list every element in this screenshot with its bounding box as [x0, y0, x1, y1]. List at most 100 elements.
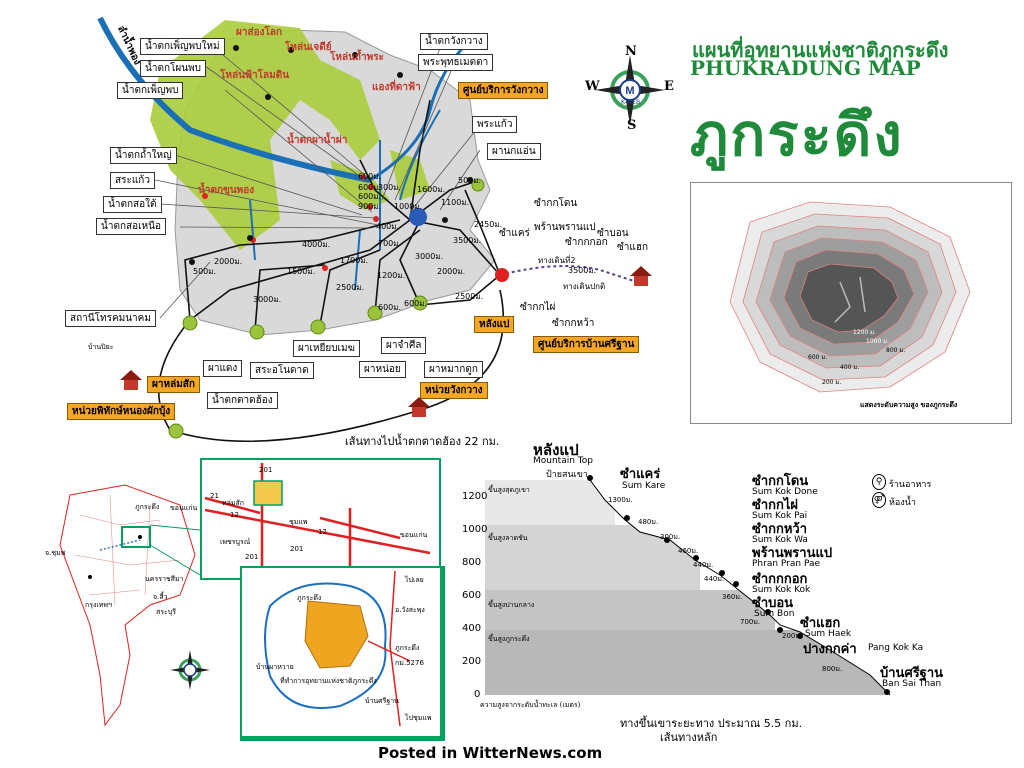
title-thai: แผนที่อุทยานแห่งชาติภูกระดึง	[692, 38, 949, 62]
distance-label: 3500ม.	[453, 236, 482, 245]
distance-label: 2450ม.	[474, 220, 503, 229]
segment-distance: 440ม.	[704, 575, 725, 583]
map-label: ผาหน่อย	[359, 361, 406, 378]
y-axis-label: 0	[474, 689, 481, 700]
road-map	[204, 463, 431, 576]
footer-credit: Posted in WitterNews.com	[378, 744, 603, 762]
distance-label: 3000ม.	[253, 295, 282, 304]
service-center-label: ศูนย์บริการบ้านศรีฐาน	[533, 336, 640, 353]
profile-stop-en: Phran Pran Pae	[752, 559, 821, 569]
map-label: พระแก้ว	[472, 116, 518, 133]
trail-network	[158, 99, 505, 443]
profile-stop-dots	[587, 475, 890, 695]
compass-north-label: N	[625, 44, 637, 59]
hiking-route	[499, 265, 641, 284]
map-label: น้ำตกตาดฮ้อง	[207, 392, 278, 409]
y-axis-title: ความสูงจากระดับน้ำทะเล (เมตร)	[480, 701, 581, 709]
segment-distance: 1300ม.	[608, 496, 633, 504]
waterfall-label: น้ำตกผาน้ำผ่า	[287, 135, 348, 146]
profile-stop-name: ซำกกหว้า	[752, 522, 808, 537]
road-number: 201	[259, 466, 273, 474]
segment-distance: 360ม.	[722, 593, 743, 601]
compass-small-icon	[170, 650, 210, 690]
profile-top-sub: ป้ายสนเขา	[546, 470, 588, 480]
distance-label: 2500ม.	[336, 283, 365, 292]
profile-stop-name: ซำแคร่	[620, 467, 661, 482]
y-axis-label: 1200	[462, 491, 488, 502]
compass-south-label: S	[627, 118, 637, 133]
title-english: PHUKRADUNG MAP	[690, 56, 921, 80]
profile-stop-en: Sum Kok Pai	[752, 511, 808, 521]
profile-stop-name: ซำกกกอก	[752, 572, 808, 587]
detail-label: ไปชุมแพ	[405, 714, 432, 722]
profile-caption: เส้นทางหลัก	[660, 731, 718, 744]
map-label: พระพุทธเมตตา	[418, 54, 494, 71]
viewpoint-label: แองที่ดาฟ้า	[372, 82, 421, 93]
road-number: 12	[230, 511, 239, 519]
town-label: ขอนแก่น	[400, 531, 428, 539]
distance-label: 1600ม.	[417, 185, 446, 194]
locator-label: สระบุรี	[156, 608, 176, 616]
distance-label: 2000ม.	[214, 257, 243, 266]
brand-label: K-WEB	[621, 99, 641, 106]
contour-level-label: 1000 ม.	[866, 338, 890, 345]
route-label: ซำบอน	[597, 228, 629, 239]
elevation-profile-chart	[485, 460, 950, 696]
profile-stop-en: Sum Kok Kok	[752, 585, 811, 595]
distance-label: 900ม.	[358, 202, 382, 211]
langpae-node	[495, 268, 509, 282]
y-axis-label: 600	[462, 590, 482, 601]
distance-label: 500ม.	[458, 176, 482, 185]
forest-area	[150, 20, 380, 250]
distance-label: 600ม.	[358, 183, 382, 192]
contour-level-label: 1200 ม.	[853, 329, 877, 336]
zone-label: ขึ้นสูงลาดชัน	[488, 534, 528, 542]
locator-label: จ.สี้ว	[153, 593, 168, 601]
y-axis-label: 1000	[462, 524, 488, 535]
detail-label: บ้านศรีฐาน	[365, 697, 399, 705]
route-label: ซำกกโดน	[534, 198, 578, 209]
profile-stop-en: Sum Bon	[754, 609, 795, 619]
compass-rose-icon: M	[595, 55, 665, 125]
title-big: ภูกระดึง	[690, 101, 904, 169]
contour-caption: แสดงระดับความสูง ของภูกระดึง	[860, 401, 958, 409]
locator-label: ขอนแก่น	[170, 504, 198, 512]
detail-label: บ้านผาหวาย	[256, 663, 294, 671]
profile-stop-en: Ban Sai Than	[882, 679, 942, 689]
distance-label: 400ม.	[376, 222, 400, 231]
distance-label: 1100ม.	[441, 198, 470, 207]
route-label: ซำแคร่	[499, 228, 530, 239]
contour-level-label: 400 ม.	[840, 364, 860, 371]
town-label: หล่มสัก	[222, 499, 245, 507]
distance-label: 1500ม.	[287, 267, 316, 276]
map-label: สระอโนดาด	[250, 362, 314, 379]
segment-distance: 300ม.	[660, 533, 681, 541]
map-label: ผาแดง	[203, 360, 243, 377]
legend-label: ร้านอาหาร	[889, 480, 932, 490]
distance-label: 4000ม.	[302, 240, 331, 249]
profile-top-name: หลังแป	[533, 441, 579, 459]
road-number: 12	[318, 528, 327, 536]
locator-label: ภูกระดึง	[135, 503, 160, 511]
viewpoint-label: โหล่นฟ้าโลมดิน	[220, 70, 290, 81]
map-label: น้ำตกสอเหนือ	[96, 218, 166, 235]
ranger-unit-label: หน่วยพิทักษ์หนองผักบุ้ง	[67, 403, 176, 420]
distance-label: 3000ม.	[415, 252, 444, 261]
thailand-locator-map	[59, 484, 196, 727]
distance-label: 600ม.	[378, 303, 402, 312]
profile-stop-en: Sum Kare	[622, 481, 666, 491]
profile-stop-name: พร้านพรานแป	[752, 546, 833, 561]
distance-label: 1200ม.	[377, 271, 406, 280]
route-label: ทางเดินปกติ	[563, 282, 606, 291]
profile-top-en: Mountain Top	[533, 456, 593, 466]
contour-map	[729, 201, 971, 393]
map-label: ผาเหยียบเมฆ	[293, 340, 360, 357]
map-label: น้ำตกเพ็ญพบใหม่	[140, 38, 225, 55]
profile-stop-en: Sum Haek	[805, 629, 852, 639]
profile-stop-en: Sum Kok Wa	[752, 535, 808, 545]
contour-level-label: 200 ม.	[822, 379, 842, 386]
cliff-label: ผาหล่มสัก	[147, 376, 200, 393]
mountain-top-label: หลังแป	[474, 316, 515, 333]
service-center-label: ศูนย์บริการวังกวาง	[458, 82, 549, 99]
restroom-icon: ⚤	[872, 492, 886, 508]
